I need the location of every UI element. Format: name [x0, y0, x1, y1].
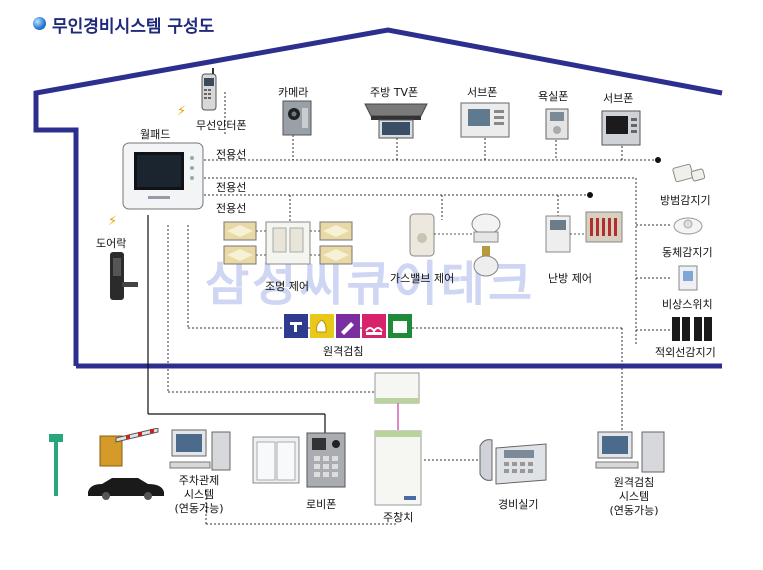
wallpad-label: 월패드 — [140, 128, 171, 141]
lobby-door-device — [252, 436, 300, 484]
dedicated-line-1-label: 전용선 — [216, 148, 247, 161]
lobby-phone-label: 로비폰 — [306, 498, 337, 511]
sub-phone-1-device — [460, 102, 510, 138]
heating-control-label: 난방 제어 — [548, 272, 592, 285]
bathroom-phone-label: 욕실폰 — [538, 90, 569, 103]
metering-system-label: 원격검침 시스템 (연동가능) — [609, 476, 659, 517]
gas-valve-control-device — [408, 212, 508, 278]
parking-system-device — [166, 428, 234, 474]
parking-system-label: 주차관제 시스템 (연동가능) — [174, 474, 224, 515]
infrared-sensor-label: 적외선감지기 — [655, 346, 716, 359]
upper-server-device — [374, 372, 420, 404]
infrared-sensor-device — [668, 316, 714, 342]
kitchen-tv-phone-device — [363, 100, 429, 140]
complex-server-device — [374, 430, 422, 506]
complex-server-label: 주창치 — [383, 511, 414, 524]
door-lock-device — [104, 250, 140, 302]
lightning-icon: ⚡ — [177, 104, 187, 119]
security-office-label: 경비실기 — [498, 498, 539, 511]
dedicated-line-2-label: 전용선 — [216, 181, 247, 194]
lightning-icon: ⚡ — [108, 214, 118, 229]
dedicated-line-3-label: 전용선 — [216, 202, 247, 215]
sub-phone-2-device — [601, 110, 641, 146]
camera-label: 카메라 — [278, 86, 309, 99]
intrusion-sensor-device — [672, 162, 708, 186]
house-outline — [33, 27, 723, 366]
intrusion-sensor-label: 방범감지기 — [660, 194, 711, 207]
remote-metering-label: 원격검침 — [323, 345, 364, 358]
heating-control-device — [544, 208, 624, 268]
security-office-device — [476, 436, 548, 486]
title-bullet-icon — [33, 17, 46, 30]
emergency-switch-device — [678, 265, 698, 291]
kitchen-tv-phone-label: 주방 TV폰 — [370, 86, 419, 99]
gas-meter-icon — [310, 314, 334, 338]
power-meter-icon — [336, 314, 360, 338]
bathroom-phone-device — [545, 108, 569, 140]
heat-meter-icon — [362, 314, 386, 338]
parking-barrier-device — [96, 427, 160, 468]
remote-metering-icons — [284, 314, 412, 340]
street-lamp-device — [46, 432, 66, 498]
hotwater-meter-icon — [388, 314, 412, 338]
wireless-interphone-label: 무선인터폰 — [196, 119, 247, 132]
metering-system-device — [594, 430, 670, 474]
wireless-interphone-device — [198, 68, 220, 113]
sub-phone-1-label: 서브폰 — [467, 86, 498, 99]
motion-sensor-label: 동체감지기 — [662, 246, 713, 259]
gas-valve-control-label: 가스밸브 제어 — [390, 272, 455, 285]
water-meter-icon — [284, 314, 308, 338]
sub-phone-2-label: 서브폰 — [603, 92, 634, 105]
page-title: 무인경비시스템 구성도 — [52, 17, 215, 37]
wallpad-device — [122, 142, 204, 210]
light-control-device — [222, 220, 354, 266]
emergency-switch-label: 비상스위치 — [662, 298, 713, 311]
car-device — [86, 476, 166, 500]
camera-device — [282, 100, 312, 136]
door-lock-label: 도어락 — [96, 237, 127, 250]
motion-sensor-device — [672, 212, 704, 236]
lobby-phone-device — [306, 432, 346, 488]
light-control-label: 조명 제어 — [265, 280, 309, 293]
